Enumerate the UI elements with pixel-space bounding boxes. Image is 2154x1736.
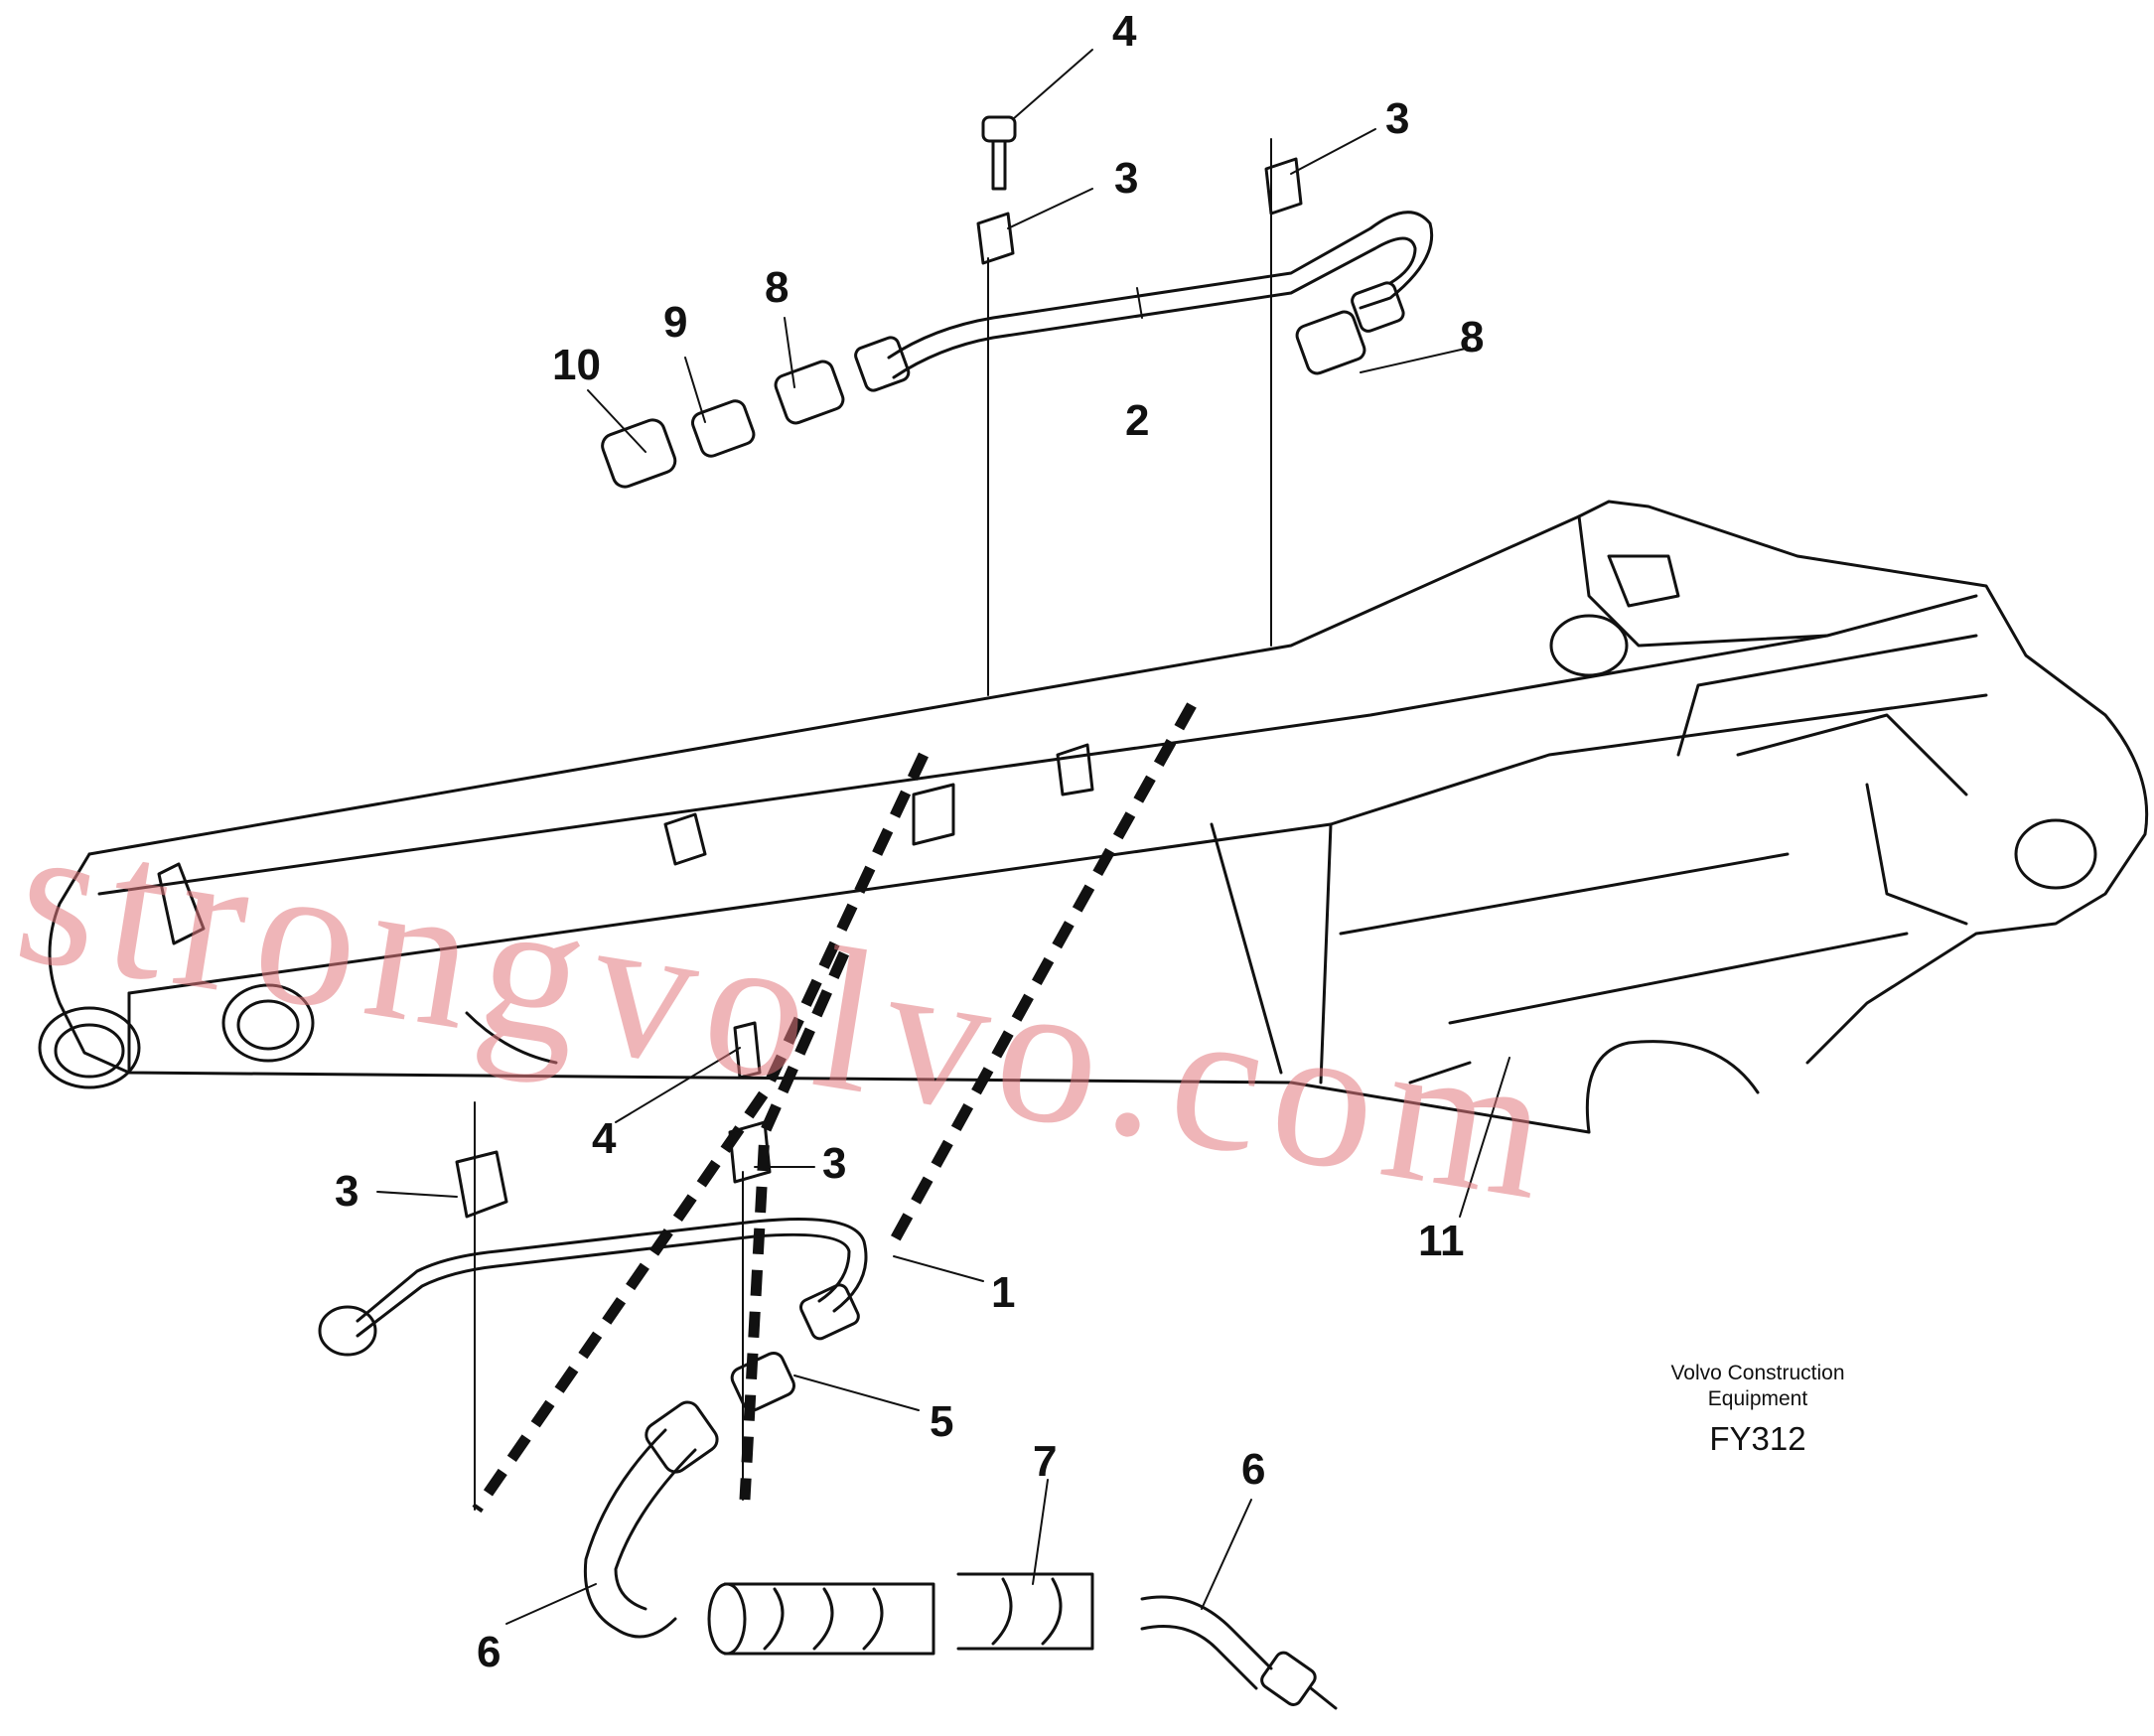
diagram-code: FY312 [1709,1420,1806,1457]
manufacturer-caption: Volvo Construction Equipment [1589,1361,1927,1412]
callout-9: 9 [663,298,688,347]
callout-4-bottom: 4 [592,1114,617,1163]
callout-3-bottom-left: 3 [335,1167,359,1216]
callout-3-bottom-right: 3 [822,1139,847,1188]
callout-10: 10 [552,341,601,389]
leader-lines [376,49,1510,1625]
callout-2: 2 [1125,396,1150,445]
callout-1: 1 [991,1268,1016,1317]
callout-11: 11 [1418,1217,1465,1265]
callout-8-right: 8 [1460,313,1485,362]
callout-4-top: 4 [1112,7,1137,56]
manufacturer-line-1: Volvo Construction [1670,1362,1845,1384]
upper-pipe-assembly [601,115,1434,489]
boom-arm [38,500,2149,1134]
callout-8-left: 8 [765,263,790,312]
lower-pipe-assembly [318,1021,868,1412]
guide-lines [474,138,1272,1511]
callout-3-top-right: 3 [1385,94,1410,143]
callout-3-top-mid: 3 [1114,154,1139,203]
callout-6-right: 6 [1241,1445,1266,1494]
callout-7: 7 [1033,1437,1058,1486]
routing-dashes [472,702,1197,1514]
callout-6-left: 6 [477,1628,502,1676]
manufacturer-line-2: Equipment [1707,1387,1808,1410]
hose-assembly [583,1400,1338,1710]
callout-5: 5 [930,1397,954,1446]
